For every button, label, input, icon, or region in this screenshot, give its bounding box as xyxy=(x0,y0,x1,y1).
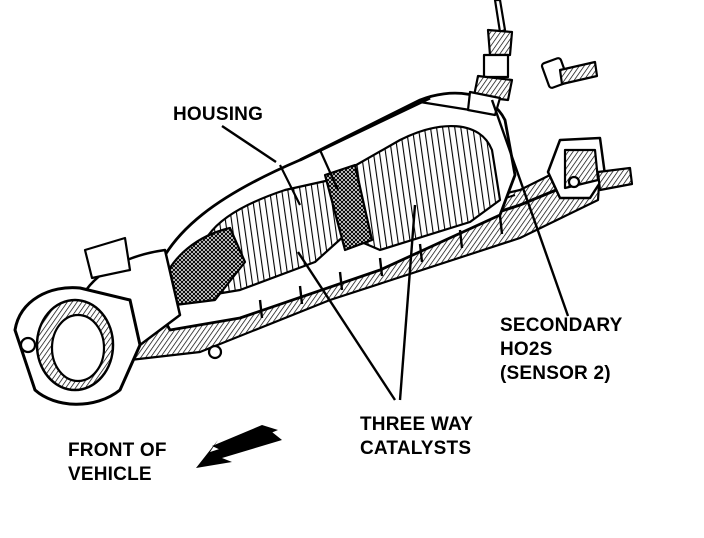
arrow-down-left-icon xyxy=(196,425,282,468)
three-way-catalysts-label: THREE WAY CATALYSTS xyxy=(360,413,473,461)
secondary-label-line2: HO2S xyxy=(500,338,623,362)
front-flange-hole xyxy=(21,338,35,352)
secondary-ho2s-label: SECONDARY HO2S (SENSOR 2) xyxy=(500,314,623,386)
catalysts-label-line2: CATALYSTS xyxy=(360,437,473,461)
housing-label-text: HOUSING xyxy=(173,103,263,127)
housing-label: HOUSING xyxy=(173,103,263,127)
front-label-line1: FRONT OF xyxy=(68,439,167,463)
leader-housing xyxy=(222,126,276,162)
front-mount-tab xyxy=(85,238,130,278)
front-label-line2: VEHICLE xyxy=(68,463,167,487)
rear-stud-upper xyxy=(541,57,597,88)
catalysts-label-line1: THREE WAY xyxy=(360,413,473,437)
secondary-ho2s-sensor xyxy=(468,0,512,115)
rear-flange-hole xyxy=(569,177,579,187)
rear-stud-lower xyxy=(598,168,632,190)
secondary-label-line1: SECONDARY xyxy=(500,314,623,338)
front-of-vehicle-label: FRONT OF VEHICLE xyxy=(68,439,167,487)
secondary-label-line3: (SENSOR 2) xyxy=(500,362,623,386)
